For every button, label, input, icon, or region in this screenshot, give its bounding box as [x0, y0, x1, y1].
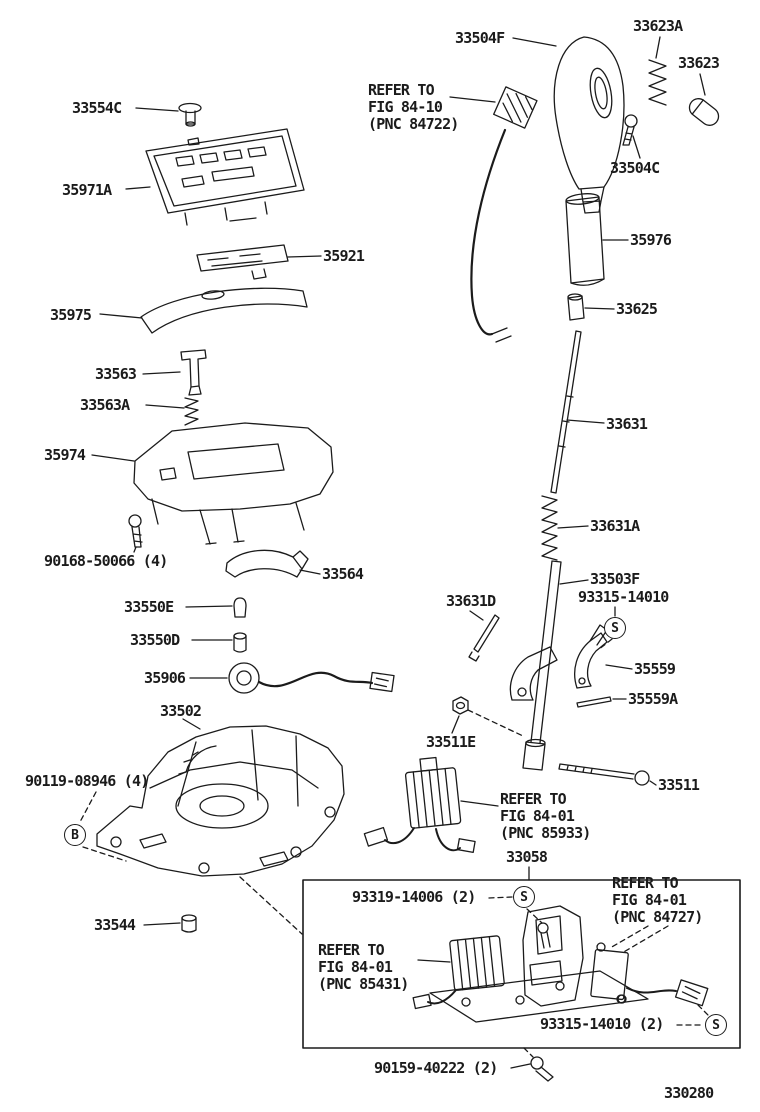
dashed-leader-lines	[79, 638, 710, 1058]
label-33623A: 33623A	[633, 17, 683, 35]
label-33563: 33563	[95, 365, 137, 383]
cap-33554C-art	[178, 102, 202, 127]
cover-35975-art	[140, 287, 308, 334]
ref-fig-84-10: REFER TO FIG 84-10 (PNC 84722)	[368, 81, 459, 133]
label-33550E: 33550E	[124, 598, 174, 616]
spring-33563A-art	[184, 397, 199, 426]
label-33550D: 33550D	[130, 631, 180, 649]
label-33625: 33625	[616, 300, 658, 318]
label-93315-14010: 93315-14010	[578, 588, 669, 606]
label-33563A: 33563A	[80, 396, 130, 414]
label-33504F: 33504F	[455, 29, 505, 47]
label-33564: 33564	[322, 565, 364, 583]
bullet-33550E-art	[233, 597, 247, 618]
label-35559: 35559	[634, 660, 676, 678]
drawing-number: 330280	[664, 1084, 714, 1102]
label-35975: 35975	[50, 306, 92, 324]
grommet-33544-art	[181, 914, 197, 933]
label-90159-40222: 90159-40222 (2)	[374, 1059, 498, 1077]
label-35976: 35976	[630, 231, 672, 249]
label-33544: 33544	[94, 916, 136, 934]
label-33502: 33502	[160, 702, 202, 720]
label-33511E: 33511E	[426, 733, 476, 751]
ref-fig-84-01-85431: REFER TO FIG 84-01 (PNC 85431)	[318, 941, 409, 993]
lever-33564-art	[225, 549, 309, 578]
cylinder-33550D-art	[233, 632, 247, 653]
label-33504C: 33504C	[610, 159, 660, 177]
label-93319-14006: 93319-14006 (2)	[352, 888, 476, 906]
nut-33511E-art	[452, 696, 469, 715]
label-90119-08946: 90119-08946 (4)	[25, 772, 149, 790]
screw-90168-art	[128, 514, 143, 548]
label-33511: 33511	[658, 776, 700, 794]
housing-35971A-art	[145, 128, 305, 226]
symbol-s-circle-2: S	[513, 886, 535, 908]
label-35559A: 35559A	[628, 690, 678, 708]
tube-35976-art	[565, 193, 605, 286]
ref-fig-84-01-84727: REFER TO FIG 84-01 (PNC 84727)	[612, 874, 703, 926]
ref-fig-84-01-85933: REFER TO FIG 84-01 (PNC 85933)	[500, 790, 591, 842]
plate-35921-art	[196, 244, 289, 280]
link-35559A-art	[576, 696, 612, 708]
label-33058: 33058	[506, 848, 548, 866]
label-33631A: 33631A	[590, 517, 640, 535]
screw-33504C-art	[622, 114, 638, 146]
screw-90159-art	[530, 1056, 554, 1082]
label-35921: 35921	[323, 247, 365, 265]
label-33554C: 33554C	[72, 99, 122, 117]
symbol-s-circle-3: S	[705, 1014, 727, 1036]
label-33623: 33623	[678, 54, 720, 72]
solenoid-85933-art	[363, 756, 476, 853]
od-switch-connector-art	[470, 86, 538, 343]
label-35971A: 35971A	[62, 181, 112, 199]
label-33631: 33631	[606, 415, 648, 433]
shift-lock-assembly-art	[412, 905, 709, 1023]
label-33631D: 33631D	[446, 592, 496, 610]
label-33503F: 33503F	[590, 570, 640, 588]
symbol-s-circle-1: S	[604, 617, 626, 639]
lever-35559-art	[574, 624, 608, 689]
bracket-33502-art	[96, 725, 345, 877]
key-interlock-35906-art	[228, 662, 395, 694]
spring-33631A-art	[541, 495, 558, 561]
shaft-33503F-art	[509, 560, 562, 771]
label-35906: 35906	[144, 669, 186, 687]
button-33623-art	[688, 98, 720, 126]
label-90168-50066: 90168-50066 (4)	[44, 552, 168, 570]
bolt-33511-art	[558, 763, 650, 786]
pin-33631D-art	[468, 614, 500, 662]
leader-lines	[91, 36, 706, 1069]
shift-knob-art	[553, 36, 625, 214]
label-35974: 35974	[44, 446, 86, 464]
bushing-33625-art	[567, 293, 585, 321]
symbol-b-circle: B	[64, 824, 86, 846]
label-93315-14010-2: 93315-14010 (2)	[540, 1015, 664, 1033]
inset-box-art	[302, 879, 741, 1049]
rod-33631-art	[550, 330, 582, 494]
spring-33623A-art	[648, 59, 667, 106]
housing-35974-art	[133, 422, 334, 545]
plunger-33563-art	[180, 349, 207, 396]
